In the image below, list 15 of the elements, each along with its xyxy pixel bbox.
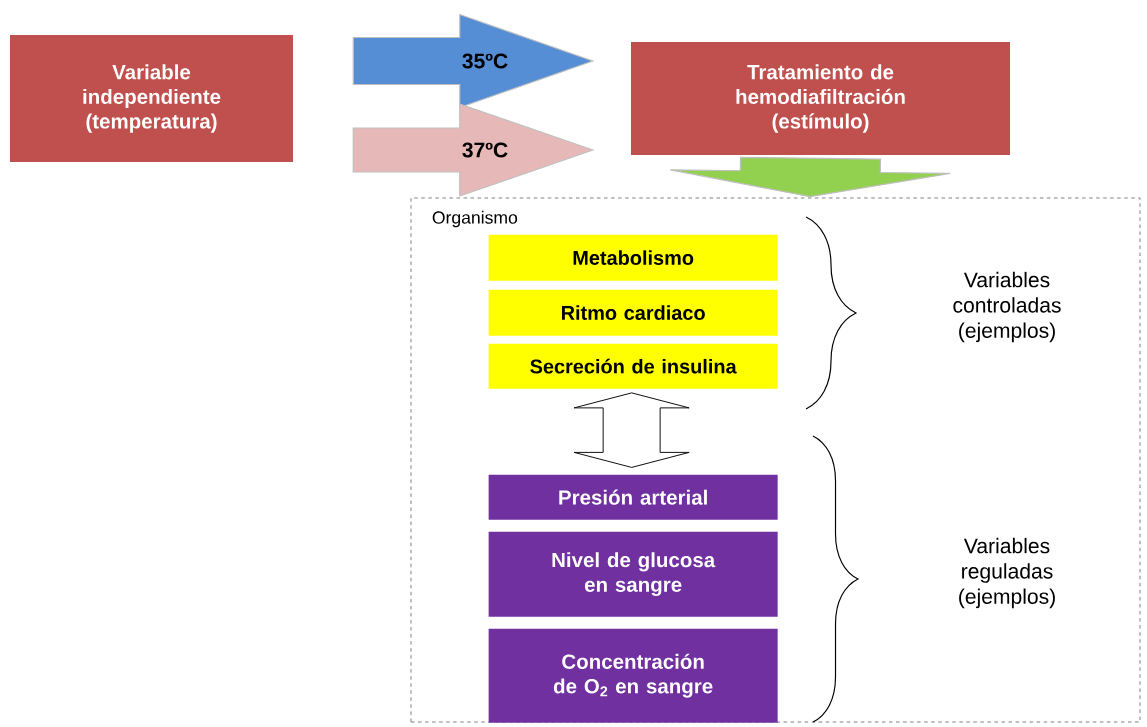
brace-label: Variables reguladas (ejemplos)	[959, 537, 1055, 609]
variable-box: Variable independiente (temperatura)	[10, 35, 293, 162]
block-arrow	[669, 156, 951, 198]
regulated-variable-box: Presión arterial	[488, 474, 778, 520]
controlled-variable-box: Secreción de insulina	[488, 343, 778, 389]
regulated-variable-box: Nivel de glucosa en sangre	[488, 531, 778, 617]
block-arrow	[352, 103, 595, 197]
edge-label: 35ºC	[462, 53, 508, 69]
brace-label: Variables controladas (ejemplos)	[953, 271, 1061, 343]
stimulus-box: Tratamiento de hemodiafiltración (estímulo)	[631, 42, 1010, 155]
edge-label: 37ºC	[462, 142, 508, 158]
controlled-variable-box: Metabolismo	[488, 234, 778, 281]
regulated-variable-box: Concentración de O$_{2}$ en sangre	[488, 628, 778, 723]
block-arrow	[352, 13, 595, 109]
controlled-variable-box: Ritmo cardiaco	[488, 289, 778, 336]
